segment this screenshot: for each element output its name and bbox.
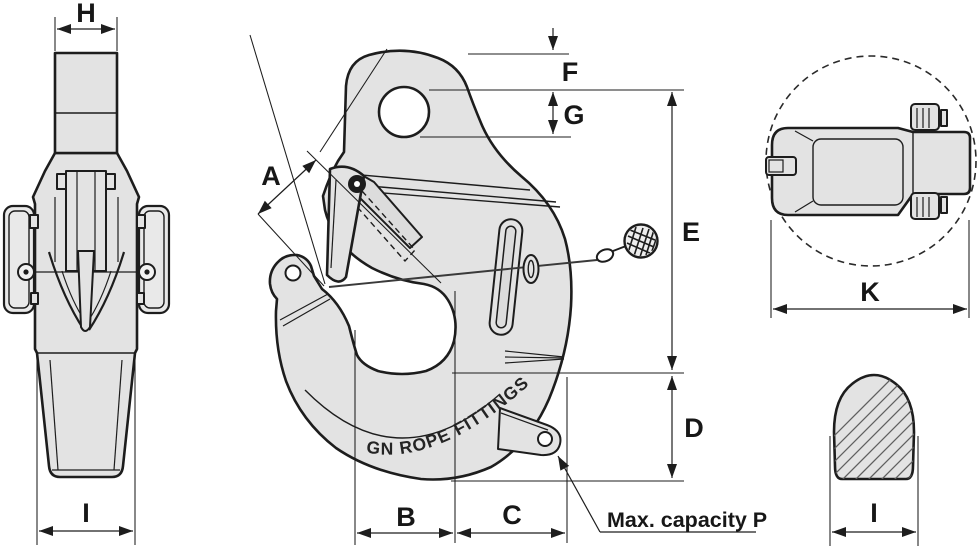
- nose-hole: [284, 264, 302, 282]
- wire-toggle-inner: [527, 259, 535, 279]
- front-left-bracket-inner: [8, 210, 30, 309]
- pull-ball[interactable]: [623, 223, 659, 259]
- front-side-clip: [30, 292, 39, 305]
- front-side-clip: [136, 292, 145, 305]
- wire-toggle: [522, 254, 540, 284]
- dim-i-section: I: [829, 436, 919, 546]
- latch-inner-line: [330, 179, 337, 269]
- front-pivot-ear: [56, 173, 67, 190]
- latch-open-dashed: [351, 190, 416, 263]
- cross-section-view: [832, 373, 916, 481]
- hook-body-outline: [268, 49, 573, 481]
- nose-edge-line: [282, 298, 331, 327]
- front-foot-edge: [113, 359, 123, 471]
- release-wire: [328, 259, 598, 288]
- front-rivet-center: [144, 269, 150, 275]
- capacity-tab-line: [500, 412, 549, 431]
- wire-link: [612, 245, 627, 252]
- dim-label-a: A: [261, 161, 281, 191]
- latch[interactable]: [325, 165, 366, 283]
- dim-i-front: I: [36, 356, 136, 545]
- capacity-tab-hole: [537, 431, 553, 447]
- plate-edge-line: [504, 350, 565, 358]
- dim-label-k: K: [860, 277, 880, 307]
- dim-fged: F G E D: [420, 28, 704, 482]
- front-left-bracket: [2, 204, 36, 315]
- top-clip-lower: [910, 192, 948, 220]
- wire-loop: [595, 248, 615, 263]
- dim-label-d: D: [684, 413, 704, 443]
- front-flank: [88, 251, 126, 331]
- front-tongue: [77, 250, 95, 332]
- release-slot: [488, 218, 524, 336]
- top-clip-upper: [910, 103, 948, 131]
- dim-bc: B C: [354, 291, 568, 545]
- top-chamfer: [794, 130, 814, 142]
- dim-label-e: E: [682, 217, 700, 247]
- dim-a: A: [249, 34, 442, 287]
- top-recess: [812, 138, 904, 206]
- front-foot-edge: [49, 359, 59, 471]
- front-right-bracket-inner: [143, 210, 165, 309]
- front-side-clip: [136, 214, 146, 229]
- top-nose-nub-inner: [768, 159, 784, 173]
- latch-pivot-center: [354, 181, 360, 187]
- dim-label-i-section: I: [870, 498, 878, 528]
- front-rivet-center: [23, 269, 29, 275]
- max-capacity-callout: Max. capacity P: [557, 455, 767, 533]
- front-view: [2, 51, 171, 479]
- dim-h: H: [54, 0, 118, 51]
- front-pivot-ear: [105, 173, 116, 190]
- side-view: GN ROPE FITTINGS: [268, 49, 659, 481]
- eye-hole: [377, 85, 431, 139]
- plate-band-line: [345, 183, 557, 203]
- dim-label-g: G: [563, 100, 584, 130]
- dim-label-f: F: [562, 57, 579, 87]
- dim-k: K: [770, 220, 970, 318]
- top-chamfer: [794, 200, 814, 213]
- top-view-detail: [765, 55, 977, 267]
- plate-edge-line: [504, 358, 565, 364]
- max-capacity-label: Max. capacity P: [607, 508, 767, 532]
- dim-label-c: C: [502, 500, 522, 530]
- plate-band-line: [349, 173, 531, 191]
- front-shank: [53, 51, 119, 155]
- front-side-clip: [29, 214, 39, 229]
- top-nose-nub: [765, 156, 797, 176]
- dim-label-i-front: I: [82, 498, 90, 528]
- front-right-bracket: [137, 204, 171, 315]
- plate-edge-line: [504, 356, 565, 359]
- nose-edge-line: [279, 293, 329, 321]
- dim-label-h: H: [76, 0, 96, 28]
- bowl-inner-arc: [304, 389, 501, 439]
- dim-label-b: B: [396, 502, 416, 532]
